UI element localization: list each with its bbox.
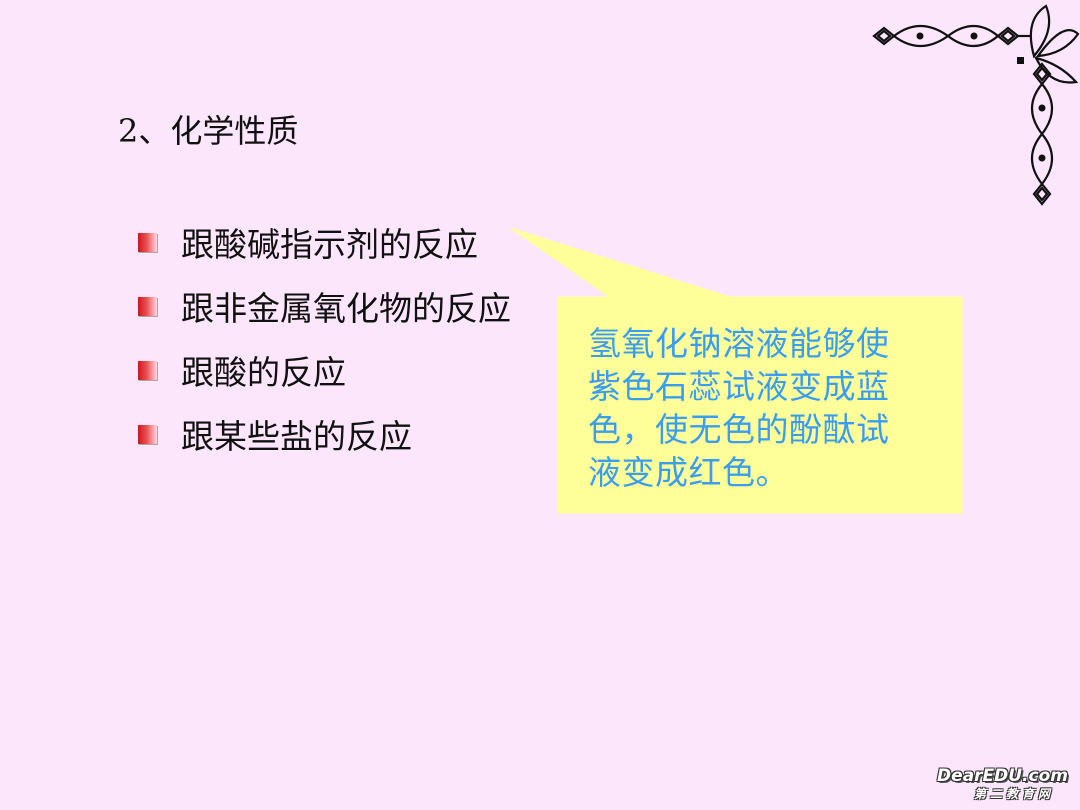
callout-text: 氢氧化钠溶液能够使 紫色石蕊试液变成蓝 色，使无色的酚酞试 液变成红色。 <box>588 322 938 494</box>
list-item: 跟某些盐的反应 <box>138 402 511 466</box>
square-bullet-icon <box>138 424 157 444</box>
callout-pointer <box>510 228 730 298</box>
callout-line: 液变成红色。 <box>588 453 789 492</box>
watermark-logo: DearEDU.com 第二教育网 <box>937 766 1068 802</box>
callout-line: 紫色石蕊试液变成蓝 <box>588 367 890 406</box>
callout-line: 色，使无色的酚酞试 <box>588 410 890 449</box>
bullet-label: 跟非金属氧化物的反应 <box>181 289 511 328</box>
list-item: 跟非金属氧化物的反应 <box>138 274 511 338</box>
watermark-line1: DearEDU.com <box>937 766 1068 786</box>
bullet-label: 跟酸碱指示剂的反应 <box>181 225 478 264</box>
list-item: 跟酸碱指示剂的反应 <box>138 210 511 274</box>
square-bullet-icon <box>138 232 157 252</box>
square-bullet-icon <box>138 296 157 316</box>
watermark-line2: 第二教育网 <box>973 787 1054 801</box>
corner-ornament-icon <box>872 4 1080 206</box>
square-bullet-icon <box>138 360 157 380</box>
slide-title: 2、化学性质 <box>118 112 299 150</box>
bullet-label: 跟酸的反应 <box>181 353 346 392</box>
list-item: 跟酸的反应 <box>138 338 511 402</box>
callout-line: 氢氧化钠溶液能够使 <box>588 324 890 363</box>
bullet-label: 跟某些盐的反应 <box>181 417 412 456</box>
bullet-list: 跟酸碱指示剂的反应 跟非金属氧化物的反应 跟酸的反应 跟某些盐的反应 <box>138 210 511 466</box>
callout-body <box>558 297 962 513</box>
